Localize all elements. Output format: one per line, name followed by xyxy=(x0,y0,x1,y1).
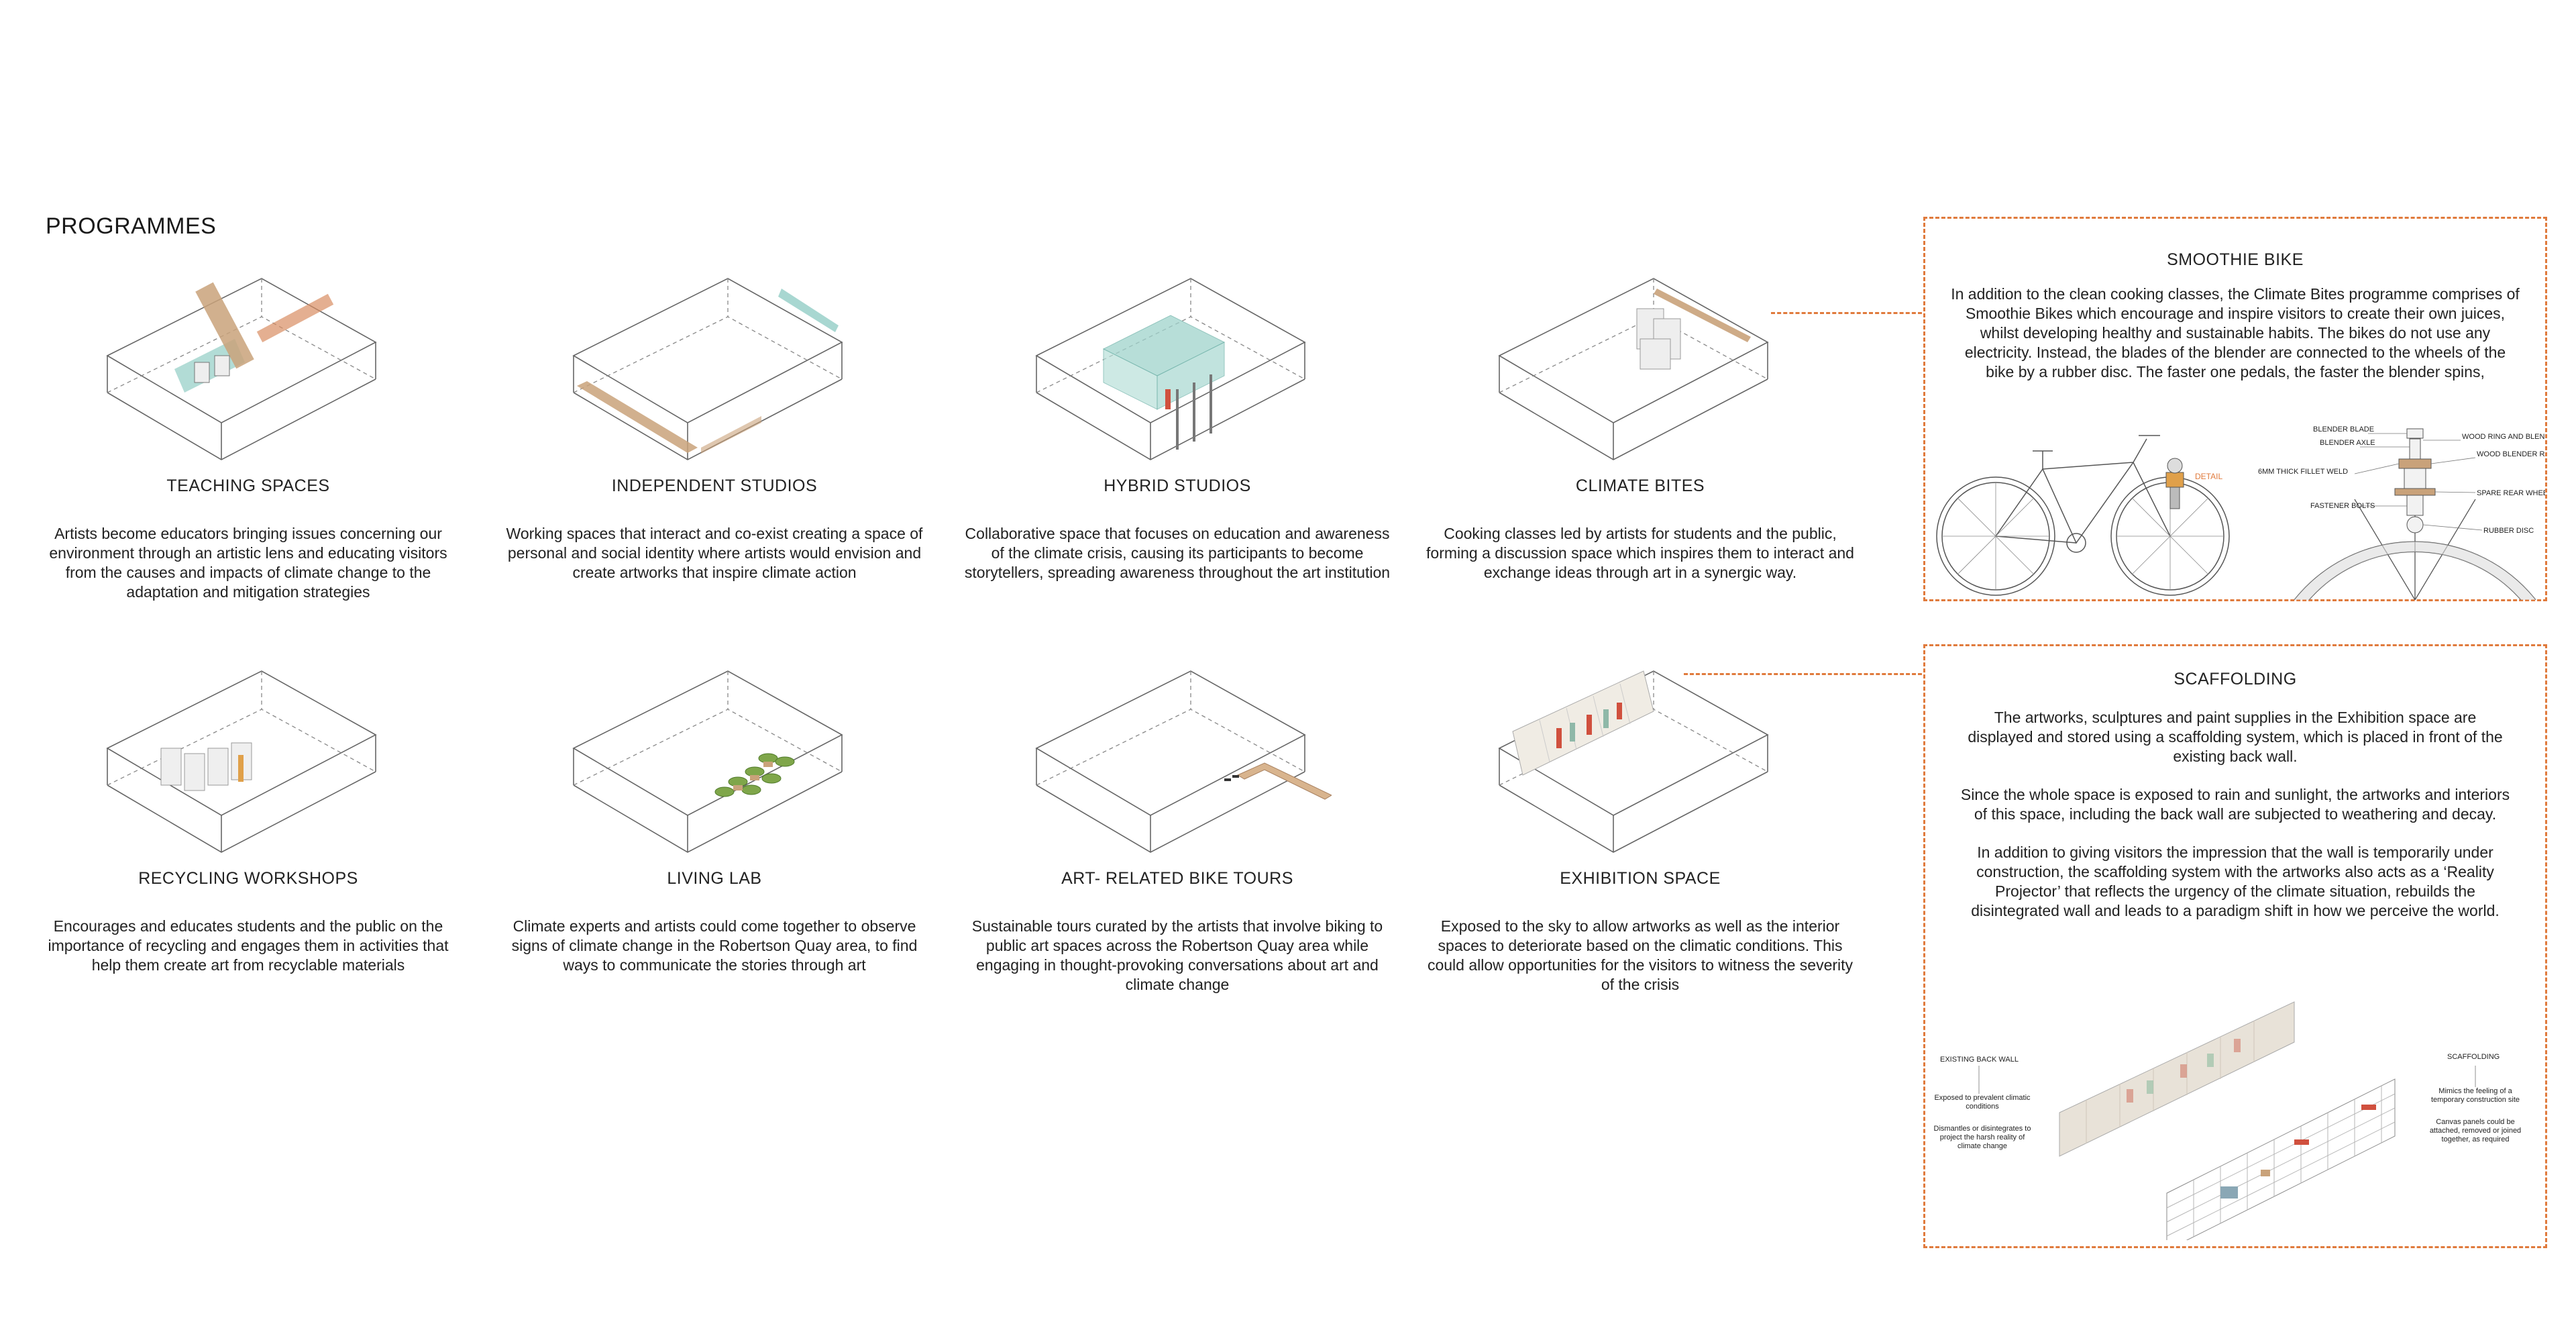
programme-title: HYBRID STUDIOS xyxy=(1104,476,1251,495)
scaffolding-label-title: SCAFFOLDING xyxy=(2447,1053,2500,1061)
programme-title: TEACHING SPACES xyxy=(166,476,330,495)
smoothie-bike-drawing: DETAIL BLENDER BLADE BLENDER AXLE WOOD R… xyxy=(1936,425,2545,600)
programme-title: EXHIBITION SPACE xyxy=(1560,869,1721,888)
independent-studios-diagram xyxy=(572,278,843,460)
programme-title: INDEPENDENT STUDIOS xyxy=(611,476,818,495)
programme-title: ART- RELATED BIKE TOURS xyxy=(1061,869,1293,888)
scaffolding-note-2: Canvas panels could be attached, removed… xyxy=(2429,1118,2522,1143)
smoothie-bike-text: In addition to the clean cooking classes… xyxy=(1951,285,2520,380)
bike-tours-diagram xyxy=(1035,670,1332,853)
scaffolding-title: SCAFFOLDING xyxy=(2174,670,2297,689)
climate-bites-diagram xyxy=(1498,278,1769,460)
programme-description: Collaborative space that focuses on educ… xyxy=(964,525,1391,581)
programme-description: Cooking classes led by artists for stude… xyxy=(1426,525,1854,581)
existing-back-wall-title: EXISTING BACK WALL xyxy=(1940,1056,2019,1064)
page-title: PROGRAMMES xyxy=(46,213,217,239)
smoothie-leader-line xyxy=(1771,312,1922,314)
scaffolding-paragraph-3: In addition to giving visitors the impre… xyxy=(1971,844,2500,919)
label-wheel-hub: SPARE REAR WHEEL HUB xyxy=(2477,489,2545,497)
detail-label: DETAIL xyxy=(2195,472,2222,481)
programme-description: Sustainable tours curated by the artists… xyxy=(971,917,1383,993)
programme-living-lab: LIVING LAB Climate experts and artists c… xyxy=(486,648,943,975)
label-rubber-disc: RUBBER DISC xyxy=(2483,527,2534,535)
scaffolding-leader-line xyxy=(1684,673,1922,675)
programme-bike-tours: ART- RELATED BIKE TOURS Sustainable tour… xyxy=(949,648,1405,995)
existing-back-wall-note-1: Exposed to prevalent climatic conditions xyxy=(1934,1094,2031,1111)
programme-description: Climate experts and artists could come t… xyxy=(511,917,918,974)
programme-description: Exposed to the sky to allow artworks as … xyxy=(1427,917,1854,993)
scaffolding-panel: SCAFFOLDING The artworks, sculptures and… xyxy=(1923,644,2547,1248)
programme-description: Working spaces that interact and co-exis… xyxy=(506,525,923,581)
label-wood-rack: WOOD BLENDER RACK xyxy=(2477,450,2545,458)
scaffolding-drawing: EXISTING BACK WALL Exposed to prevalent … xyxy=(1933,1001,2522,1240)
scaffolding-paragraph-2: Since the whole space is exposed to rain… xyxy=(1960,786,2510,823)
programme-description: Encourages and educates students and the… xyxy=(48,917,449,974)
exhibition-space-diagram xyxy=(1498,670,1769,853)
teaching-spaces-diagram xyxy=(106,278,377,460)
label-fastener-bolts: FASTENER BOLTS xyxy=(2310,502,2375,510)
label-fillet-weld: 6MM THICK FILLET WELD xyxy=(2258,468,2348,476)
programme-teaching-spaces: TEACHING SPACES Artists become educators… xyxy=(20,255,476,602)
programme-climate-bites: CLIMATE BITES Cooking classes led by art… xyxy=(1412,255,1868,582)
programme-exhibition-space: EXHIBITION SPACE Exposed to the sky to a… xyxy=(1412,648,1868,995)
programme-description: Artists become educators bringing issues… xyxy=(49,525,447,601)
programme-recycling-workshops: RECYCLING WORKSHOPS Encourages and educa… xyxy=(20,648,476,975)
programme-independent-studios: INDEPENDENT STUDIOS Working spaces that … xyxy=(486,255,943,582)
label-wood-ring: WOOD RING AND BLENDER STAND xyxy=(2462,433,2545,441)
recycling-workshops-diagram xyxy=(106,670,377,853)
programme-title: CLIMATE BITES xyxy=(1575,476,1705,495)
smoothie-bike-title: SMOOTHIE BIKE xyxy=(2167,250,2304,269)
existing-back-wall-note-2: Dismantles or disintegrates to project t… xyxy=(1933,1125,2031,1150)
scaffolding-paragraph-1: The artworks, sculptures and paint suppl… xyxy=(1968,709,2503,765)
label-blender-axle: BLENDER AXLE xyxy=(2320,439,2375,447)
scaffolding-note-1: Mimics the feeling of a temporary constr… xyxy=(2430,1087,2520,1104)
programme-title: LIVING LAB xyxy=(667,869,762,888)
living-lab-diagram xyxy=(572,670,843,853)
programme-hybrid-studios: HYBRID STUDIOS Collaborative space that … xyxy=(949,255,1405,582)
hybrid-studios-diagram xyxy=(1035,278,1306,460)
smoothie-bike-panel: SMOOTHIE BIKE In addition to the clean c… xyxy=(1923,217,2547,601)
label-blender-blade: BLENDER BLADE xyxy=(2313,425,2374,434)
programme-title: RECYCLING WORKSHOPS xyxy=(138,869,358,888)
